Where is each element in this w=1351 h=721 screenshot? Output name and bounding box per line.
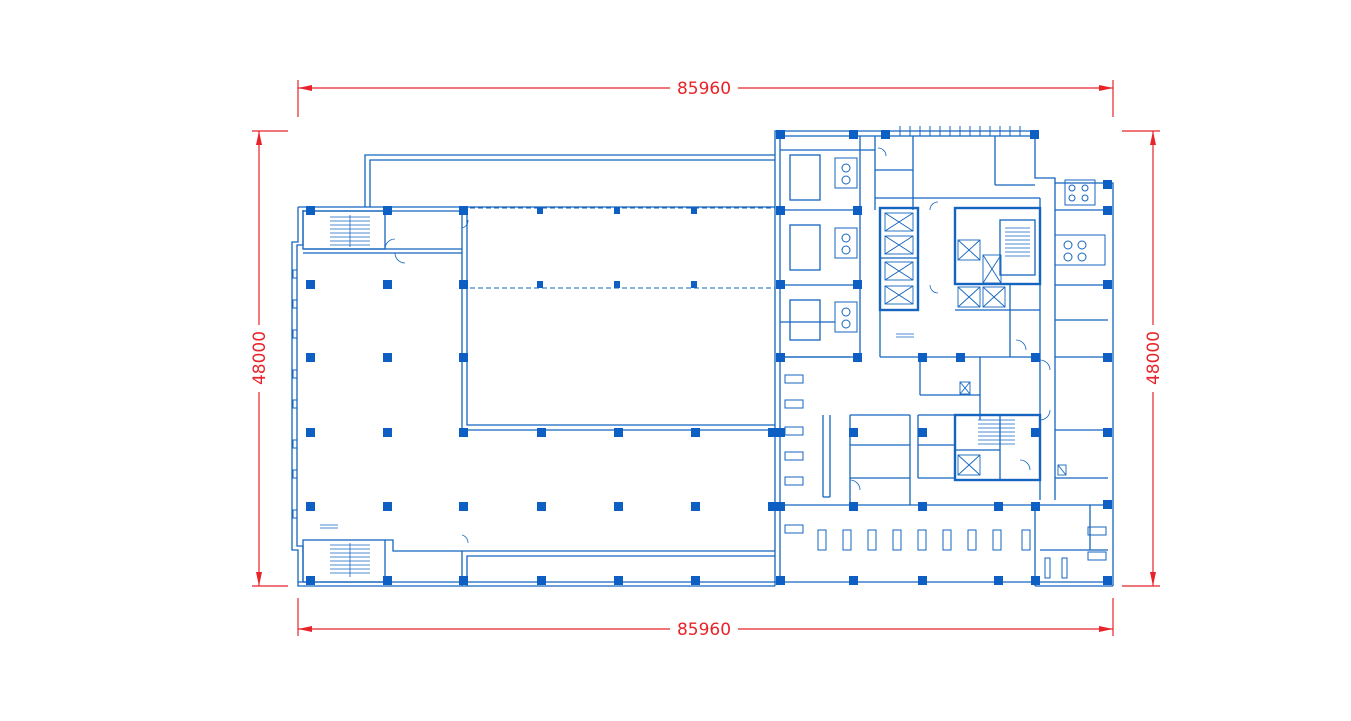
lift-cars <box>884 212 1067 476</box>
left-height-label: 48000 <box>250 331 270 385</box>
corridor-fixtures <box>784 374 1107 579</box>
dimension-right <box>1122 130 1160 587</box>
right-height-label: 48000 <box>1144 331 1164 385</box>
stair-north <box>330 215 370 247</box>
dashed-beams <box>462 207 775 289</box>
core-stairs <box>978 227 1030 445</box>
annotation-marks <box>320 333 914 529</box>
north-facade-louvres <box>899 126 1021 136</box>
left-hall-walls <box>291 154 775 587</box>
west-facade-mullions <box>292 269 298 519</box>
toilet-fixtures <box>834 157 1106 333</box>
stair-south <box>330 543 370 577</box>
bottom-width-label: 85960 <box>677 620 731 640</box>
dimension-left <box>252 130 288 587</box>
core-walls <box>774 130 1114 587</box>
top-width-label: 85960 <box>677 79 731 99</box>
dimension-top <box>297 80 1114 117</box>
door-swings <box>384 147 1051 544</box>
dimension-bottom <box>297 598 1114 636</box>
structural-columns <box>306 130 1112 585</box>
